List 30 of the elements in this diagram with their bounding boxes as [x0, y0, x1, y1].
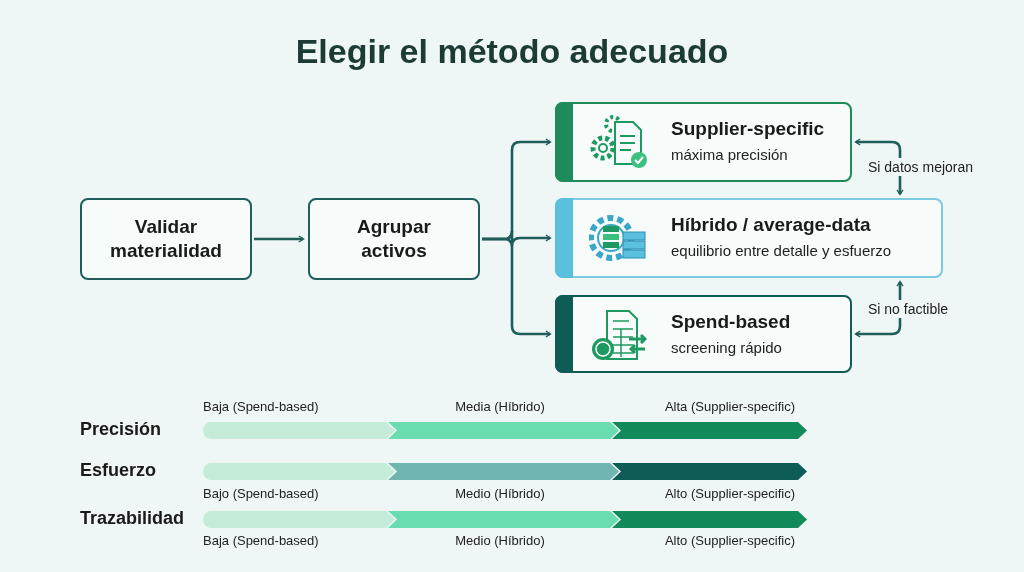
card-heading: Híbrido / average-data: [671, 214, 871, 236]
arrow: [482, 237, 552, 338]
scale-label: Medio (Híbrido): [455, 486, 545, 501]
card-description: máxima precisión: [671, 146, 788, 163]
method-card: [555, 295, 852, 373]
title: Elegir el método adecuado: [294, 32, 730, 71]
scale-label: Alto (Supplier-specific): [664, 533, 795, 548]
scale-label: Alto (Supplier-specific): [664, 486, 795, 501]
edge-label: Si datos mejoran: [866, 158, 976, 176]
node-label: Validar materialidad: [109, 215, 223, 263]
arrow: [254, 235, 305, 243]
process-box: [308, 198, 480, 280]
scale-label: Medio (Híbrido): [455, 533, 545, 548]
card-description: equilibrio entre detalle y esfuerzo: [671, 242, 892, 259]
scale-label: Baja (Spend-based): [203, 399, 319, 414]
card-description: screening rápido: [671, 339, 782, 356]
scale-label: Media (Híbrido): [455, 399, 545, 414]
card-heading: Supplier-specific: [671, 118, 825, 140]
scale-label: Bajo (Spend-based): [203, 486, 319, 501]
row-title: Trazabilidad: [80, 508, 185, 529]
card-heading: Spend-based: [671, 311, 791, 333]
node-label: Agrupar activos: [356, 215, 432, 263]
method-card: [555, 102, 852, 182]
scale-label: Alta (Supplier-specific): [664, 399, 795, 414]
process-box: [80, 198, 252, 280]
row-title: Esfuerzo: [80, 460, 157, 481]
scale-label: Baja (Spend-based): [203, 533, 319, 548]
edge-label: Si no factible: [866, 300, 951, 318]
method-card: [555, 198, 943, 278]
row-title: Precisión: [80, 419, 162, 440]
